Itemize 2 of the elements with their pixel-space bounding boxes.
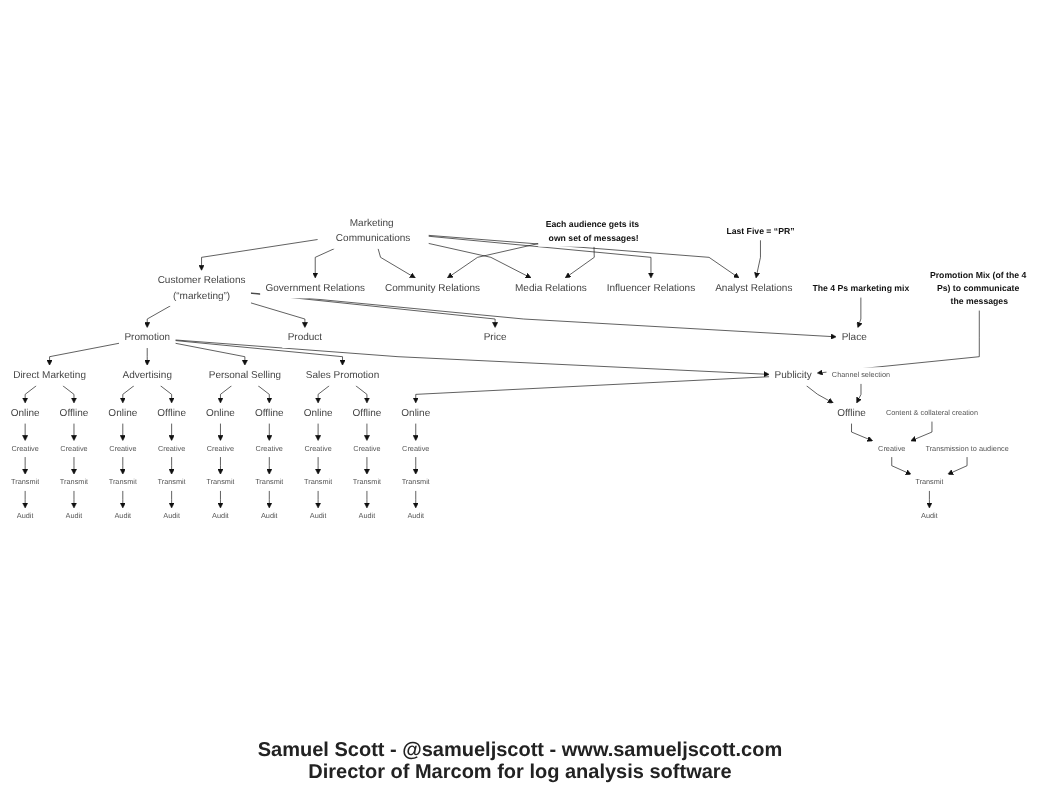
credit-text: Samuel Scott - @samueljscott - www.samueljscott.com [257, 740, 783, 762]
credit-text: Director of Marcom for log analysis software [308, 762, 732, 784]
